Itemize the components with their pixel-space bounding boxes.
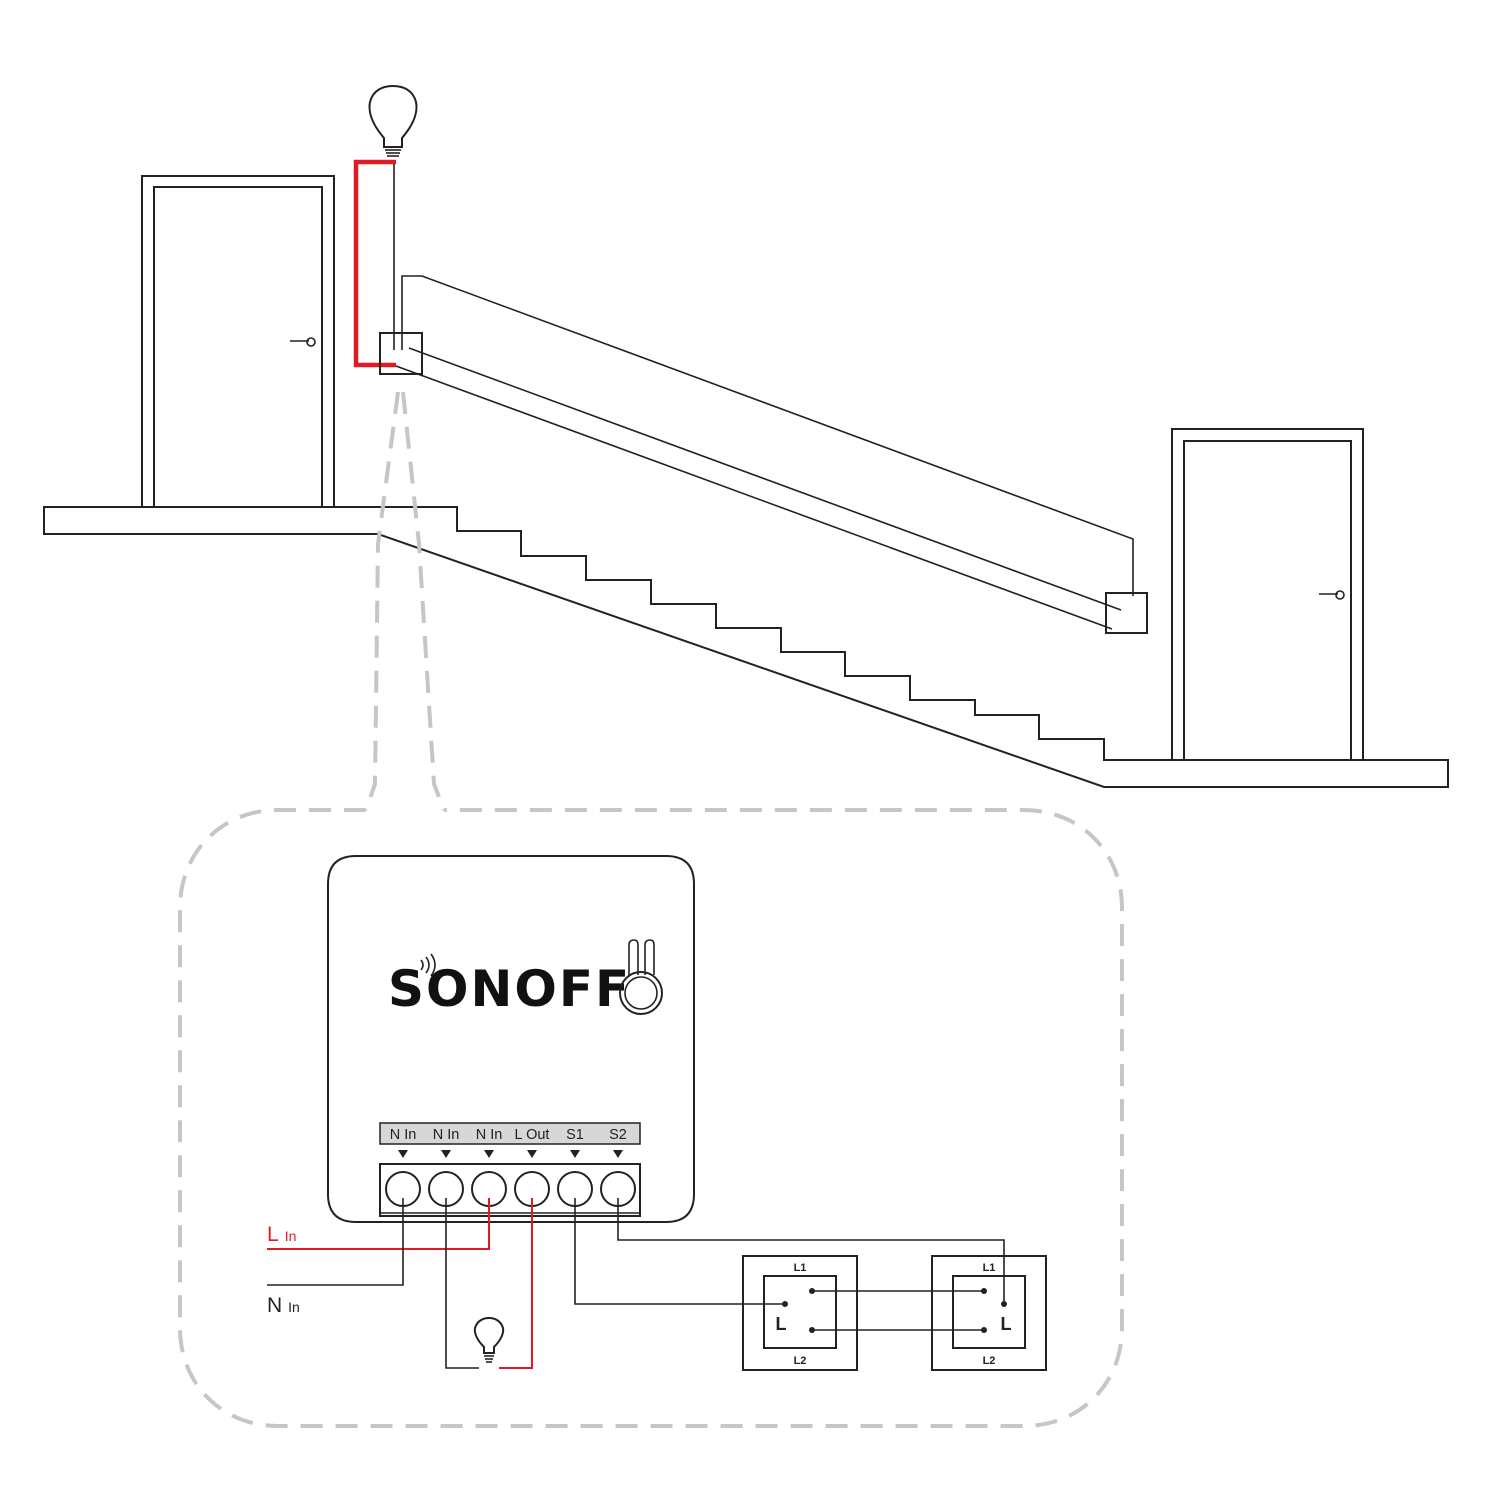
neutral-label-sub: In: [288, 1299, 300, 1315]
device-body: [327, 855, 695, 1223]
terminal-block: [379, 1163, 641, 1217]
terminal-label-n-in-3: N In: [476, 1127, 503, 1143]
callout-connector-right: [401, 391, 446, 811]
light-bulb-icon: [368, 84, 418, 157]
live-riser-wire: [353, 159, 396, 368]
upper-floor-and-stairs: [43, 506, 1449, 788]
terminal-labels: N In N In N In L Out S1 S2: [390, 1127, 627, 1143]
callout-connector-left: [364, 391, 400, 811]
arrow-down-icon: [441, 1150, 451, 1158]
live-label-main: L: [267, 1223, 279, 1246]
wire-label-neutral: N In: [267, 1294, 300, 1317]
traveler-wire-2: [395, 365, 1113, 630]
svg-text:NIn: N In: [267, 1294, 300, 1317]
terminal-arrows: [398, 1150, 623, 1158]
neutral-in-wire: [267, 1198, 404, 1286]
terminal-label-n-in-2: N In: [433, 1127, 460, 1143]
terminal-label-n-in-1: N In: [390, 1127, 417, 1143]
switch2-label-l1: L1: [983, 1262, 996, 1274]
traveler-wire-top: [401, 275, 1134, 596]
wiring: [267, 1198, 1005, 1369]
two-way-switch-1: L1 L2 L: [742, 1255, 858, 1371]
switch2-label-common: L: [1001, 1314, 1012, 1334]
traveler-wire-1: [408, 347, 1122, 611]
lamp-neutral-wire: [445, 1198, 479, 1369]
s2-wire: [617, 1198, 1005, 1304]
live-label-sub: In: [285, 1228, 297, 1244]
lower-switch-box: [1105, 592, 1148, 634]
callout-outline: [178, 808, 1124, 1428]
arrow-down-icon: [484, 1150, 494, 1158]
switch1-label-l1: L1: [794, 1262, 807, 1274]
terminal-label-s2: S2: [609, 1127, 627, 1143]
arrow-down-icon: [570, 1150, 580, 1158]
neutral-label-main: N: [267, 1294, 282, 1317]
arrow-down-icon: [398, 1150, 408, 1158]
light-bulb-icon: [473, 1316, 505, 1363]
terminal-label-strip: [379, 1122, 641, 1145]
switch1-label-common: L: [776, 1314, 787, 1334]
arrow-down-icon: [527, 1150, 537, 1158]
svg-text:LIn: L In: [267, 1223, 296, 1246]
arrow-down-icon: [613, 1150, 623, 1158]
switch2-label-l2: L2: [983, 1355, 996, 1367]
wifi-signal-icon: [420, 953, 436, 977]
terminal-label-l-out: L Out: [515, 1127, 550, 1143]
two-way-switch-2: L1 L2 L: [931, 1255, 1047, 1371]
staircase-scene: [43, 84, 1449, 788]
s1-wire: [574, 1198, 785, 1305]
live-in-wire: [267, 1198, 490, 1250]
brand-logo: SONOFF: [388, 960, 631, 1018]
switch1-label-l2: L2: [794, 1355, 807, 1367]
wire-label-live: L In: [267, 1223, 296, 1246]
detail-callout: [178, 391, 1124, 1428]
lamp-live-wire: [499, 1198, 533, 1369]
door-icon: [141, 175, 335, 507]
pairing-button-icon[interactable]: [619, 939, 663, 1015]
door-icon: [1171, 428, 1364, 760]
sonoff-mini-device: SONOFF N In N In N In L Out S1 S2: [327, 855, 695, 1223]
terminal-label-s1: S1: [566, 1127, 584, 1143]
